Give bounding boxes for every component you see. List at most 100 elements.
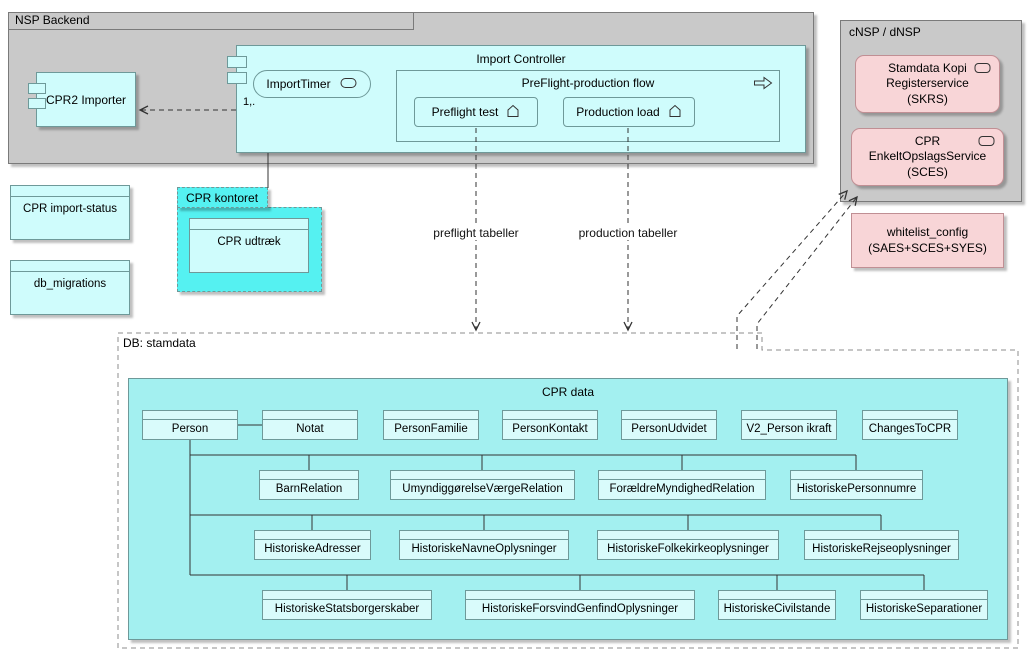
production-load: Production load: [563, 97, 695, 127]
db-table: HistoriskeCivilstande: [718, 590, 836, 620]
skrs-service: Stamdata Kopi Registerservice (SKRS): [855, 55, 1000, 113]
db-table: BarnRelation: [259, 470, 359, 500]
db-table: Notat: [262, 410, 358, 440]
db-table-label: V2_Person ikraft: [746, 423, 832, 435]
table-header-line: [719, 599, 835, 600]
preflight-tabeller-text: preflight tabeller: [433, 226, 519, 240]
nsp-backend-title: NSP Backend: [15, 13, 90, 27]
table-header-line: [805, 539, 958, 540]
component-tab-icon: [227, 72, 247, 84]
multiplicity-label: 1,.: [243, 96, 255, 108]
preflight-tabeller-label: preflight tabeller: [416, 226, 536, 240]
table-header-line: [503, 419, 597, 420]
db-table: HistoriskeAdresser: [254, 530, 371, 560]
db-table-label: ForældreMyndighedRelation: [609, 483, 755, 495]
signal-icon: [506, 104, 520, 121]
table-header-line: [11, 196, 129, 197]
db-table-label: Notat: [296, 423, 324, 435]
db-table-label: PersonFamilie: [394, 423, 468, 435]
db-table: Person: [142, 410, 238, 440]
table-header-line: [598, 539, 778, 540]
table-header-line: [255, 539, 370, 540]
preflight-flow-title: PreFlight-production flow: [397, 76, 779, 90]
db-table-label: PersonUdvidet: [631, 423, 707, 435]
table-header-line: [742, 419, 836, 420]
signal-icon: [668, 104, 682, 121]
table-header-line: [263, 419, 357, 420]
db-table-label: PersonKontakt: [512, 423, 588, 435]
db-table-label: Person: [171, 423, 209, 435]
db-stamdata-title: DB: stamdata: [123, 336, 196, 350]
db-migrations-label: db_migrations: [33, 278, 107, 290]
import-timer: ImportTimer: [253, 70, 371, 98]
db-table: HistoriskeStatsborgerskaber: [262, 590, 432, 620]
table-header-line: [400, 539, 568, 540]
table-header-line: [190, 229, 308, 230]
table-header-line: [791, 479, 922, 480]
nsp-backend-title-tab: NSP Backend: [9, 13, 414, 30]
db-table: HistoriskeFolkekirkeoplysninger: [597, 530, 779, 560]
db-table-label: HistoriskeRejseoplysninger: [812, 543, 951, 555]
db-table-label: HistoriskeForsvindGenfindOplysninger: [481, 603, 679, 615]
import-controller-title: Import Controller: [237, 52, 805, 66]
db-table: HistoriskeRejseoplysninger: [804, 530, 959, 560]
cpr-import-status-table: CPR import-status: [10, 185, 130, 240]
db-stamdata-title-text: DB: stamdata: [123, 336, 196, 350]
sces-label: CPR EnkeltOpslagsService (SCES): [868, 133, 987, 179]
table-header-line: [143, 419, 237, 420]
table-header-line: [861, 599, 987, 600]
preflight-test-label: Preflight test: [431, 105, 499, 119]
preflight-test: Preflight test: [414, 97, 538, 127]
table-header-line: [863, 419, 957, 420]
db-table: PersonUdvidet: [621, 410, 717, 440]
db-table: ForældreMyndighedRelation: [598, 470, 766, 500]
db-table: HistoriskeNavneOplysninger: [399, 530, 569, 560]
cpr2-importer-component: CPR2 Importer: [36, 72, 136, 127]
db-table: HistoriskeSeparationer: [860, 590, 988, 620]
cpr-udtraek-table: CPR udtræk: [189, 218, 309, 273]
import-controller-title-text: Import Controller: [476, 52, 566, 66]
service-icon: [974, 62, 992, 77]
table-header-line: [466, 599, 694, 600]
service-icon: [978, 135, 996, 150]
table-header-line: [260, 479, 358, 480]
sces-service: CPR EnkeltOpslagsService (SCES): [851, 128, 1004, 186]
db-table-label: ChangesToCPR: [868, 423, 952, 435]
component-tab-icon: [28, 83, 46, 94]
production-tabeller-label: production tabeller: [563, 226, 693, 240]
cnsp-dnsp-title-text: cNSP / dNSP: [849, 25, 921, 39]
cpr-kontoret-title: CPR kontoret: [186, 190, 259, 205]
table-header-line: [11, 271, 129, 272]
db-to-sces-arrow: [736, 189, 848, 349]
whitelist-config-box: whitelist_config (SAES+SCES+SYES): [851, 213, 1004, 268]
db-table-label: HistoriskeCivilstande: [723, 603, 831, 615]
skrs-label: Stamdata Kopi Registerservice (SKRS): [886, 60, 969, 106]
production-tabeller-text: production tabeller: [578, 226, 678, 240]
cnsp-dnsp-title: cNSP / dNSP: [849, 25, 921, 39]
db-table-label: HistoriskePersonnumre: [796, 483, 917, 495]
component-tab-icon: [227, 56, 247, 68]
db-table-label: HistoriskeStatsborgerskaber: [274, 603, 420, 615]
db-table: ChangesToCPR: [862, 410, 958, 440]
cpr-import-status-label: CPR import-status: [23, 203, 117, 215]
db-migrations-table: db_migrations: [10, 260, 130, 315]
db-to-sces-arrow: [756, 195, 858, 349]
db-table: PersonKontakt: [502, 410, 598, 440]
db-table: PersonFamilie: [383, 410, 479, 440]
cpr2-importer-label: CPR2 Importer: [45, 92, 127, 107]
cpr-kontoret-folder-tab: CPR kontoret: [177, 187, 268, 208]
whitelist-config-label: whitelist_config (SAES+SCES+SYES): [868, 224, 987, 255]
table-header-line: [622, 419, 716, 420]
cpr-data-title-text: CPR data: [541, 385, 595, 399]
db-table-label: HistoriskeSeparationer: [865, 603, 983, 615]
db-table-label: UmyndiggørelseVærgeRelation: [402, 483, 563, 495]
import-timer-label: ImportTimer: [266, 77, 331, 91]
db-table-label: HistoriskeAdresser: [264, 543, 361, 555]
cpr-udtraek-label: CPR udtræk: [217, 236, 281, 248]
multiplicity-text: 1,.: [243, 96, 256, 108]
table-header-line: [263, 599, 431, 600]
production-load-label: Production load: [576, 105, 660, 119]
component-tab-icon: [28, 98, 46, 109]
db-table: HistoriskePersonnumre: [790, 470, 923, 500]
db-table: UmyndiggørelseVærgeRelation: [390, 470, 575, 500]
